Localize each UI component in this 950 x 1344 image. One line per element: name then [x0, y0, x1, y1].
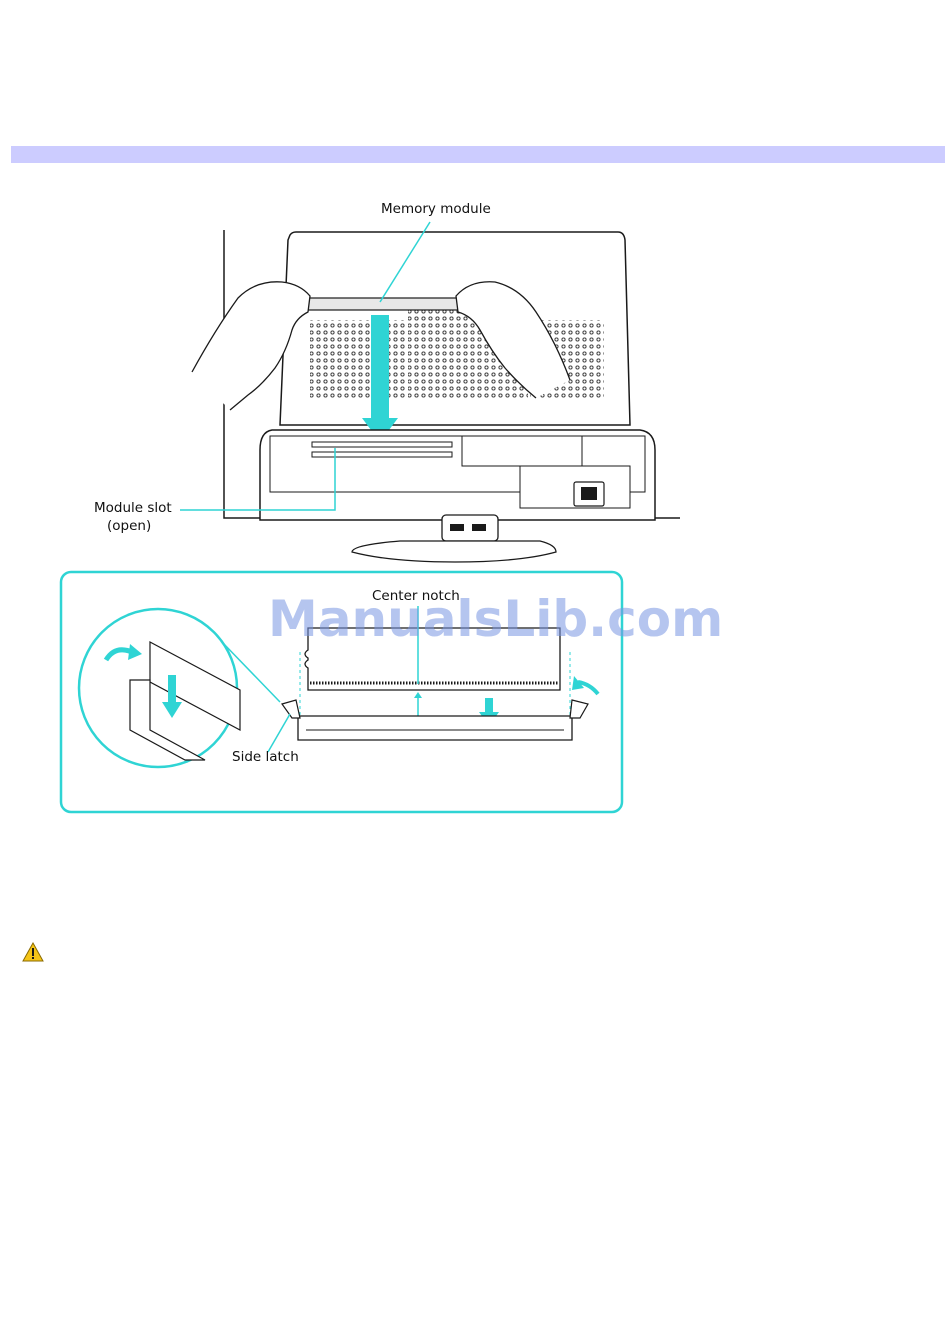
- dimm-down-arrow-shaft: [485, 698, 493, 714]
- label-module-slot: Module slot: [94, 499, 172, 517]
- slot-1: [312, 442, 452, 447]
- vent-grid-left: [310, 320, 406, 400]
- warning-icon: [22, 942, 44, 962]
- watermark: ManualsLib.com: [268, 590, 723, 648]
- label-module-slot-state: (open): [107, 517, 151, 535]
- dimm-slot: [298, 716, 572, 740]
- drive-bay: [462, 436, 582, 466]
- label-memory-module: Memory module: [381, 200, 491, 218]
- insert-arrow-shaft: [371, 315, 389, 420]
- zoom-down-arrow-shaft: [168, 675, 176, 703]
- stand: [352, 541, 556, 562]
- slot-2: [312, 452, 452, 457]
- memory-installation-illustration: [0, 0, 950, 830]
- label-side-latch: Side latch: [232, 748, 299, 766]
- power-socket-inner: [581, 487, 597, 500]
